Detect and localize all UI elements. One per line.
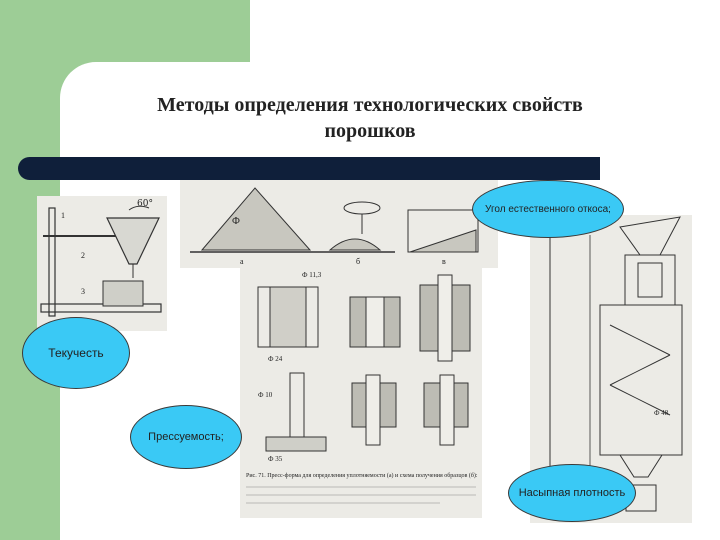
bulk-density-bubble: Насыпная плотность (508, 464, 636, 522)
svg-text:а: а (240, 257, 244, 266)
svg-text:в: в (442, 257, 446, 266)
svg-text:1: 1 (61, 211, 65, 220)
slide-title: Методы определения технологических свойс… (100, 92, 640, 144)
svg-text:3: 3 (81, 287, 85, 296)
dim-label-4: Ф 35 (268, 455, 283, 463)
angle-of-repose-bubble: Угол естественного откоса; (472, 180, 624, 238)
compressibility-mould-svg: Ф 11,3 Ф 24 Ф 10 Ф 35 Рис. 71. Пресс-фор… (246, 271, 478, 504)
dim-label-phi48: Ф 48 (654, 409, 669, 417)
compressibility-bubble: Прессуемость; (130, 405, 242, 469)
dim-label-2: Ф 24 (268, 355, 283, 363)
angle-of-repose-drawings: Ф а б в (180, 180, 498, 268)
phi-label: Ф (232, 216, 240, 227)
flowability-apparatus-svg: 60° 1 2 3 (40, 199, 162, 317)
flowability-apparatus-drawing: 60° 1 2 3 (37, 196, 167, 331)
svg-text:2: 2 (81, 251, 85, 260)
flowability-bubble: Текучесть (22, 317, 130, 389)
title-line-2: порошков (324, 120, 416, 142)
angle-label: 60° (137, 199, 153, 209)
dim-label-1: Ф 11,3 (302, 271, 322, 279)
title-divider-bar (18, 157, 600, 180)
title-line-1: Методы определения технологических свойс… (157, 94, 583, 116)
fig3-caption: Рис. 71. Пресс-форма для определения упл… (246, 472, 478, 479)
svg-text:б: б (356, 257, 360, 266)
compressibility-mould-drawing: Ф 11,3 Ф 24 Ф 10 Ф 35 Рис. 71. Пресс-фор… (240, 265, 482, 518)
angle-of-repose-svg: Ф а б в (190, 187, 479, 266)
dim-label-3: Ф 10 (258, 391, 273, 399)
